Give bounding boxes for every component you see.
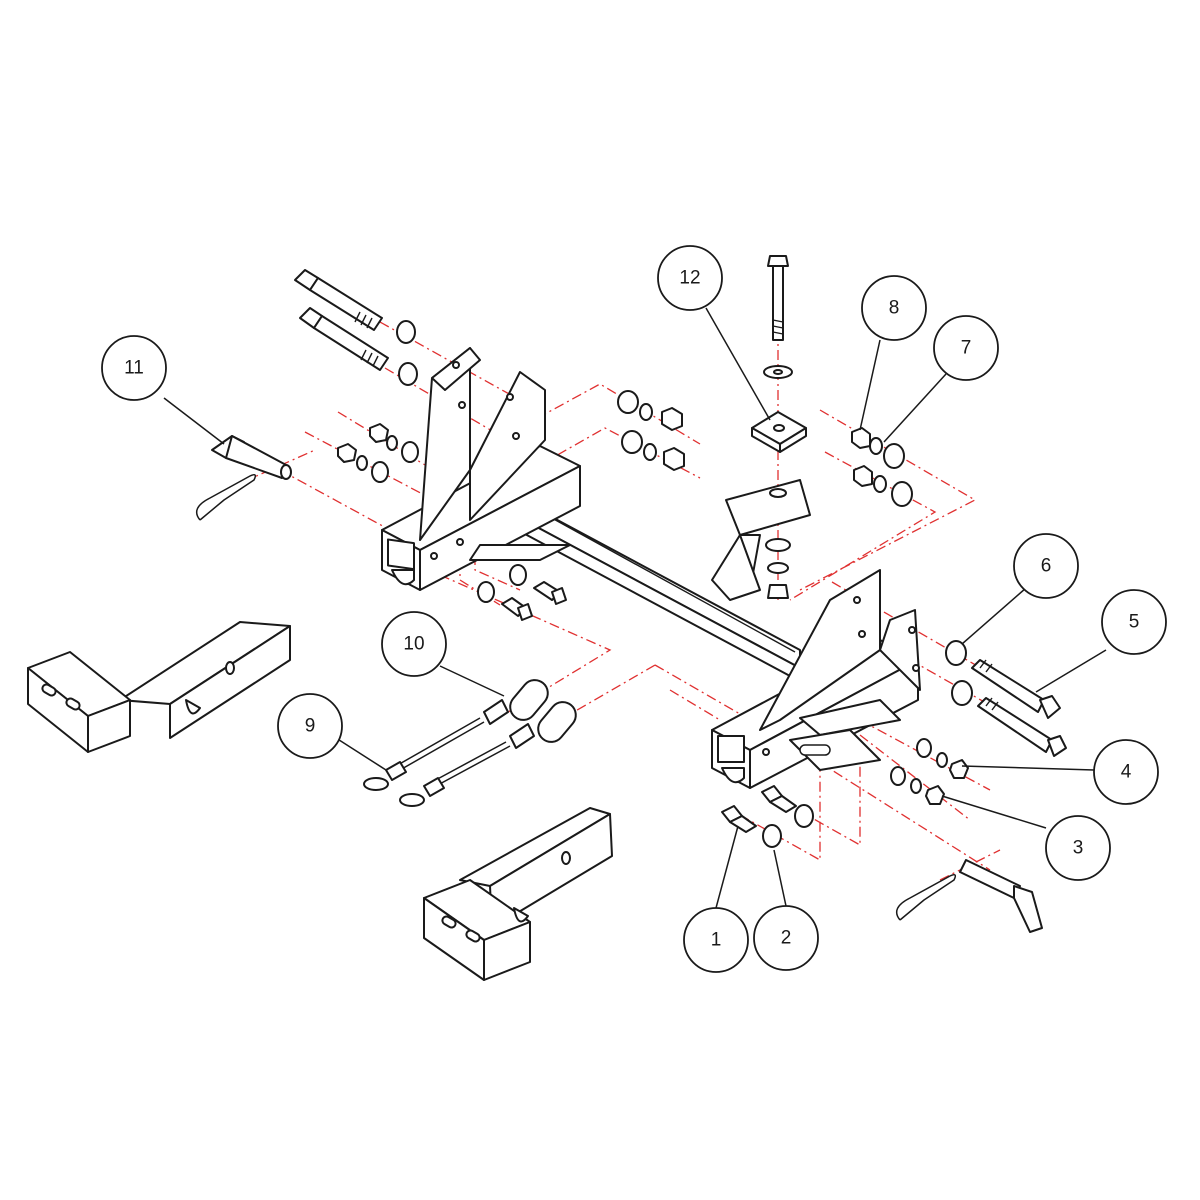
callout-7: 7 [933, 315, 999, 381]
svg-text:6: 6 [1041, 556, 1052, 577]
right-pin [895, 859, 1043, 933]
svg-text:11: 11 [124, 358, 144, 379]
upper-middle-nuts-washers [617, 390, 685, 471]
callout-12: 12 [657, 245, 723, 311]
lower-left-bolts [477, 564, 567, 621]
left-nuts-washers [337, 423, 419, 483]
right-nuts-washers [851, 427, 913, 507]
callout-2: 2 [753, 905, 819, 971]
left-long-bolts [294, 269, 418, 386]
square-plate-part-12 [751, 411, 807, 453]
svg-text:1: 1 [711, 930, 722, 951]
svg-text:12: 12 [679, 268, 700, 289]
callout-1: 1 [683, 907, 749, 973]
right-lower-nuts-washers [890, 738, 969, 805]
callout-4: 4 [1093, 739, 1159, 805]
callout-8: 8 [861, 275, 927, 341]
callout-9: 9 [277, 693, 343, 759]
svg-text:4: 4 [1121, 762, 1132, 783]
callout-6: 6 [1013, 533, 1079, 599]
callout-leaders [163, 307, 1107, 909]
left-receiver-arm [27, 621, 291, 753]
right-long-bolts [945, 640, 1067, 757]
center-bolt-stack [763, 255, 793, 599]
center-mount [711, 479, 811, 601]
callout-11: 11 [101, 335, 167, 401]
callout-10: 10 [381, 611, 447, 677]
callouts: 1 2 3 4 5 6 7 8 [101, 245, 1167, 973]
svg-text:9: 9 [305, 716, 316, 737]
svg-text:5: 5 [1129, 612, 1140, 633]
left-pin-part-11 [195, 435, 292, 521]
safety-cables-part-9-10 [363, 679, 577, 807]
callout-3: 3 [1045, 815, 1111, 881]
svg-text:10: 10 [403, 634, 424, 655]
main-frame-crossbar [381, 347, 921, 789]
svg-text:8: 8 [889, 298, 900, 319]
svg-text:3: 3 [1073, 838, 1084, 859]
callout-5: 5 [1101, 589, 1167, 655]
lower-receiver-arm [423, 807, 613, 981]
lower-bolts [721, 785, 814, 848]
svg-text:2: 2 [781, 928, 792, 949]
svg-text:7: 7 [961, 338, 972, 359]
